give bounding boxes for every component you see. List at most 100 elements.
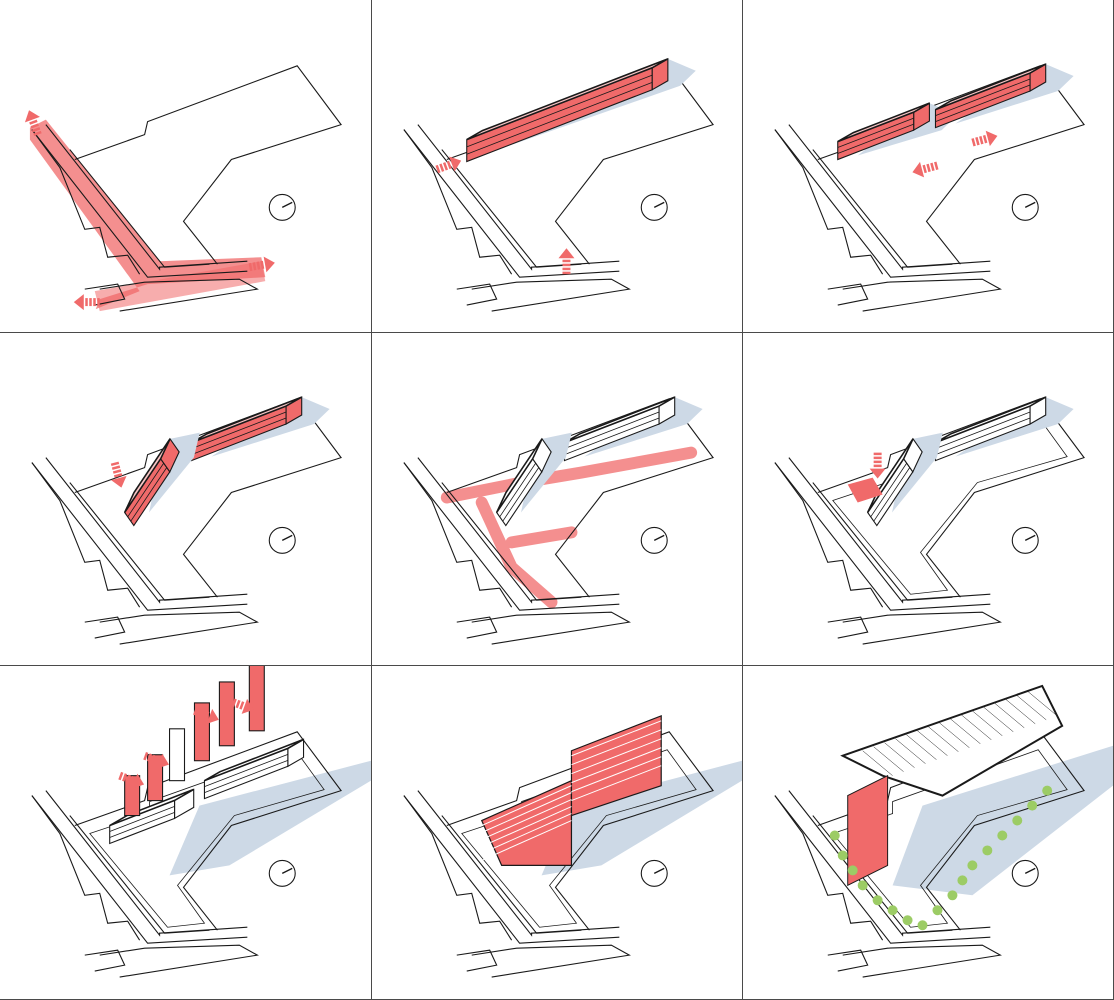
site-front-edge: [441, 815, 582, 934]
roof-canopy: [840, 684, 1064, 797]
floor-line: [481, 813, 572, 854]
site-boundary: [446, 398, 714, 598]
floor-line: [499, 462, 537, 518]
tower-6: [248, 666, 265, 732]
landscape-ring: [832, 749, 1068, 928]
tree-icon: [857, 880, 868, 891]
north-arrow-icon: [268, 526, 296, 554]
neighbour-plots: [31, 795, 141, 941]
roof-line: [873, 746, 904, 772]
north-arrow-icon: [640, 526, 668, 554]
tree-icon: [957, 875, 968, 886]
roof-line: [906, 734, 937, 760]
building-shadow: [541, 760, 742, 876]
tree-icon: [947, 890, 958, 901]
floor-line: [870, 462, 908, 518]
road-edge-inner: [417, 124, 620, 271]
north-arrow-icon: [1011, 859, 1039, 887]
site-plan: [31, 65, 342, 312]
floor-line: [109, 811, 175, 838]
panel-3-volume-split: [743, 0, 1114, 333]
building-shadow: [521, 432, 572, 513]
floor-line: [571, 738, 662, 775]
neighbour-plots: [403, 129, 513, 275]
circulation-path: [440, 446, 698, 609]
floor-line: [204, 753, 289, 788]
floor-line: [204, 759, 289, 793]
floor-line: [935, 411, 1031, 450]
floor-line: [837, 117, 914, 148]
tree-icon: [982, 845, 993, 856]
tree-icon: [1012, 815, 1023, 826]
site-front-edge: [69, 482, 210, 601]
floor-line: [191, 417, 287, 456]
road-curb: [84, 949, 126, 972]
floor-line: [837, 123, 914, 154]
site-front-edge: [441, 149, 582, 268]
road-curb: [456, 283, 498, 306]
panel-6-entrance-cut: [743, 333, 1114, 666]
neighbour-plots: [403, 462, 513, 608]
site-front-edge: [69, 149, 210, 268]
panel-7-towers: [0, 666, 372, 1000]
neighbour-plots: [403, 795, 513, 941]
panel-drawing: [31, 666, 371, 978]
road-curb: [827, 616, 869, 639]
neighbour-plots: [774, 795, 884, 941]
roof-line: [972, 710, 1003, 736]
roof-line: [862, 750, 893, 776]
site-front-edge: [812, 149, 953, 268]
site-front-edge: [441, 482, 582, 601]
panel-drawing: [403, 714, 742, 978]
road-curb: [84, 283, 126, 306]
arrow-icon-east: [248, 256, 275, 273]
tree-icon: [887, 905, 898, 916]
building-roof: [837, 102, 930, 143]
road-bottom: [842, 944, 1002, 978]
tree-icon: [1027, 800, 1038, 811]
tree-icon: [917, 920, 928, 931]
road-bottom: [842, 611, 1002, 645]
podium-west: [109, 788, 195, 845]
building-block-east: [190, 396, 330, 462]
site-front-edge: [69, 815, 210, 934]
stacked-volume-west: [480, 779, 573, 866]
neighbour-plots: [31, 462, 141, 608]
site-boundary: [817, 398, 1085, 598]
panel-drawing: [774, 684, 1113, 978]
floor-line: [130, 467, 168, 522]
building-roof: [191, 396, 303, 444]
panel-9-roof-landscape: [743, 666, 1114, 1000]
site-plan: [31, 731, 342, 978]
floor-line: [481, 785, 572, 826]
roof-line: [1027, 690, 1058, 717]
north-arrow-icon: [640, 193, 668, 221]
roof-shadow: [892, 745, 1113, 896]
tree-icon: [902, 915, 913, 926]
building-roof: [204, 738, 304, 782]
panel-drawing: [24, 65, 342, 312]
tree-icon: [847, 865, 858, 876]
road-bottom: [99, 611, 259, 645]
panel-8-stacked-floors: [372, 666, 743, 1000]
highlighted-road: [29, 119, 266, 310]
neighbour-plots: [774, 129, 884, 275]
panel-drawing: [403, 57, 714, 312]
roof-line: [895, 738, 926, 764]
floor-line: [571, 765, 662, 802]
road-edge-left: [774, 129, 991, 278]
road-edge-left: [774, 462, 991, 611]
floor-line: [571, 747, 662, 784]
road-edge-left: [31, 795, 248, 944]
building-roof: [564, 396, 676, 444]
panel-drawing: [774, 63, 1085, 312]
panel-5-internal-circulation: [372, 333, 743, 666]
site-plan: [31, 398, 342, 645]
building-roof: [109, 788, 195, 827]
floor-line: [564, 411, 660, 450]
tree-icon: [829, 830, 840, 841]
site-boundary: [74, 65, 342, 265]
building-block-rotated: [495, 432, 572, 527]
tower-5: [218, 681, 235, 747]
